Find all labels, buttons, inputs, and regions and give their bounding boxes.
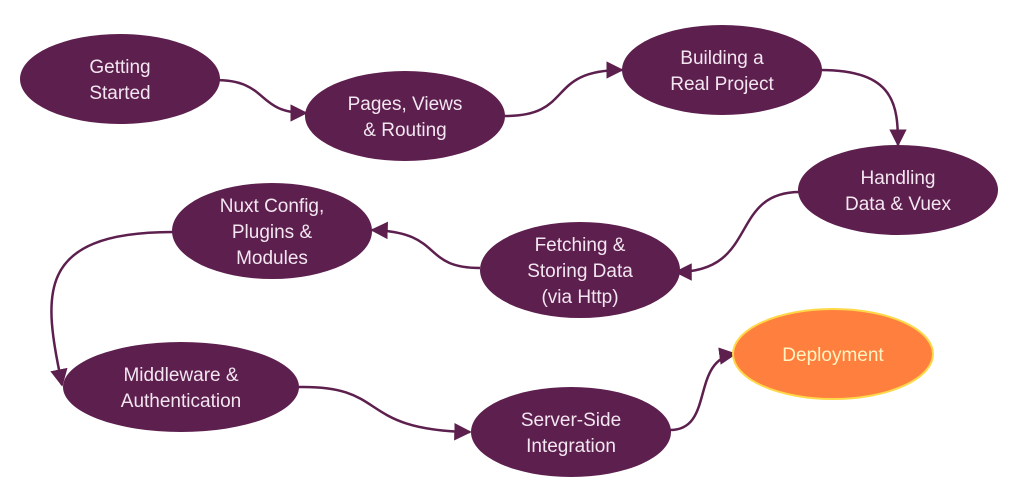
arrow-fetching-storing-data-to-nuxt-config-plugins-modules [370,221,481,270]
node-shape-nuxt-config-plugins-modules [172,183,372,279]
node-deployment: Deployment [732,308,934,400]
node-label-fetching-storing-data: Storing Data [527,261,633,282]
node-label-middleware-authentication: Middleware & [123,365,238,386]
node-label-getting-started: Getting [89,57,150,78]
node-nuxt-config-plugins-modules: Nuxt Config, Plugins & Modules [172,183,372,279]
node-label-pages-views-routing: Pages, Views [348,94,463,115]
node-label-middleware-authentication: Authentication [121,391,241,412]
node-label-building-real-project: Building a [680,48,764,69]
node-shape-getting-started [20,34,220,124]
arrow-building-real-project-to-handling-data-vuex [819,68,907,147]
arrow-nuxt-config-plugins-modules-to-middleware-authentication [50,230,174,387]
node-shape-middleware-authentication [63,342,299,432]
node-label-fetching-storing-data: Fetching & [535,235,626,256]
node-shape-building-real-project [622,25,822,115]
arrow-server-side-integration-to-deployment [669,347,737,432]
node-shape-handling-data-vuex [798,145,998,235]
arrow-getting-started-to-pages-views-routing [214,78,308,122]
arrow-handling-data-vuex-to-fetching-storing-data [674,190,801,281]
node-label-pages-views-routing: & Routing [363,120,446,141]
node-label-server-side-integration: Server-Side [521,410,621,431]
node-label-getting-started: Started [89,83,150,104]
arrow-pages-views-routing-to-building-real-project [504,61,624,118]
node-fetching-storing-data: Fetching & Storing Data (via Http) [480,222,680,318]
node-label-nuxt-config-plugins-modules: Nuxt Config, [220,196,325,217]
node-label-fetching-storing-data: (via Http) [541,287,618,308]
node-label-nuxt-config-plugins-modules: Modules [236,248,308,269]
node-label-nuxt-config-plugins-modules: Plugins & [232,222,313,243]
node-label-server-side-integration: Integration [526,436,616,457]
node-shape-pages-views-routing [305,71,505,161]
arrow-middleware-authentication-to-server-side-integration [297,385,472,441]
node-shape-server-side-integration [471,387,671,477]
node-middleware-authentication: Middleware & Authentication [63,342,299,432]
connectors [50,61,907,441]
node-label-handling-data-vuex: Data & Vuex [845,194,951,215]
node-shape-fetching-storing-data [480,222,680,318]
node-label-building-real-project: Real Project [670,74,774,95]
node-shape-deployment [732,308,934,400]
node-label-deployment: Deployment [782,345,884,366]
node-pages-views-routing: Pages, Views & Routing [305,71,505,161]
node-building-real-project: Building a Real Project [622,25,822,115]
node-label-handling-data-vuex: Handling [861,168,936,189]
